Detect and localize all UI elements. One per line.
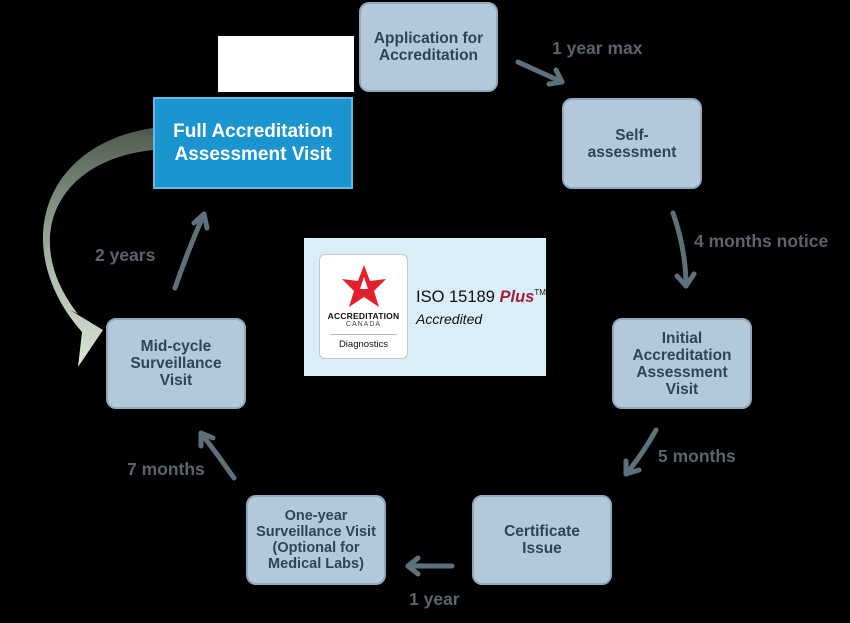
iso-status: Accredited — [416, 311, 483, 327]
label-1-year: 1 year — [409, 589, 460, 609]
node-self-assessment: Self-assessment — [562, 98, 702, 189]
node-one-year-surveillance-visit: One-year Surveillance Visit (Optional fo… — [246, 495, 386, 585]
accreditation-logo-panel: ACCREDITATION CANADA Diagnostics ISO 151… — [304, 238, 546, 376]
label-1-year-max: 1 year max — [552, 38, 643, 58]
node-certificate-issue: Certificate Issue — [472, 495, 612, 585]
arrow-mid-cycle-to-full-visit — [172, 211, 210, 291]
accreditation-canada-badge: ACCREDITATION CANADA Diagnostics — [319, 254, 408, 359]
arrow-one-year-visit-to-mid-cycle — [198, 430, 237, 481]
arrow-self-assessment-to-initial-visit — [670, 210, 697, 289]
logo-divider — [330, 334, 397, 335]
blank-white-box — [218, 36, 354, 92]
arrow-initial-visit-to-certificate — [623, 427, 659, 477]
node-application-for-accreditation: Application for Accreditation — [359, 2, 498, 92]
node-full-accreditation-assessment-visit: Full Accreditation Assessment Visit — [153, 97, 353, 189]
accreditation-canada-logo-icon — [342, 265, 386, 307]
logo-org-line2: CANADA — [345, 321, 382, 328]
iso-trademark: TM — [534, 288, 546, 297]
cycle-return-arrow — [43, 128, 153, 367]
arrow-application-to-self-assessment — [515, 59, 565, 87]
label-2-years: 2 years — [95, 245, 156, 265]
label-7-months: 7 months — [127, 459, 205, 479]
label-5-months: 5 months — [658, 446, 736, 466]
node-initial-accreditation-assessment-visit: Initial Accreditation Assessment Visit — [612, 318, 752, 409]
logo-program: Diagnostics — [338, 339, 389, 350]
iso-plus: Plus — [499, 288, 535, 306]
logo-org-line1: ACCREDITATION — [327, 311, 400, 321]
label-4-months-notice: 4 months notice — [694, 231, 829, 251]
iso-standard: ISO 15189 — [416, 288, 495, 306]
node-mid-cycle-surveillance-visit: Mid-cycle Surveillance Visit — [106, 318, 246, 409]
arrow-certificate-to-one-year-visit — [405, 555, 455, 577]
iso-accreditation-text: ISO 15189 PlusTM Accredited — [416, 288, 546, 327]
